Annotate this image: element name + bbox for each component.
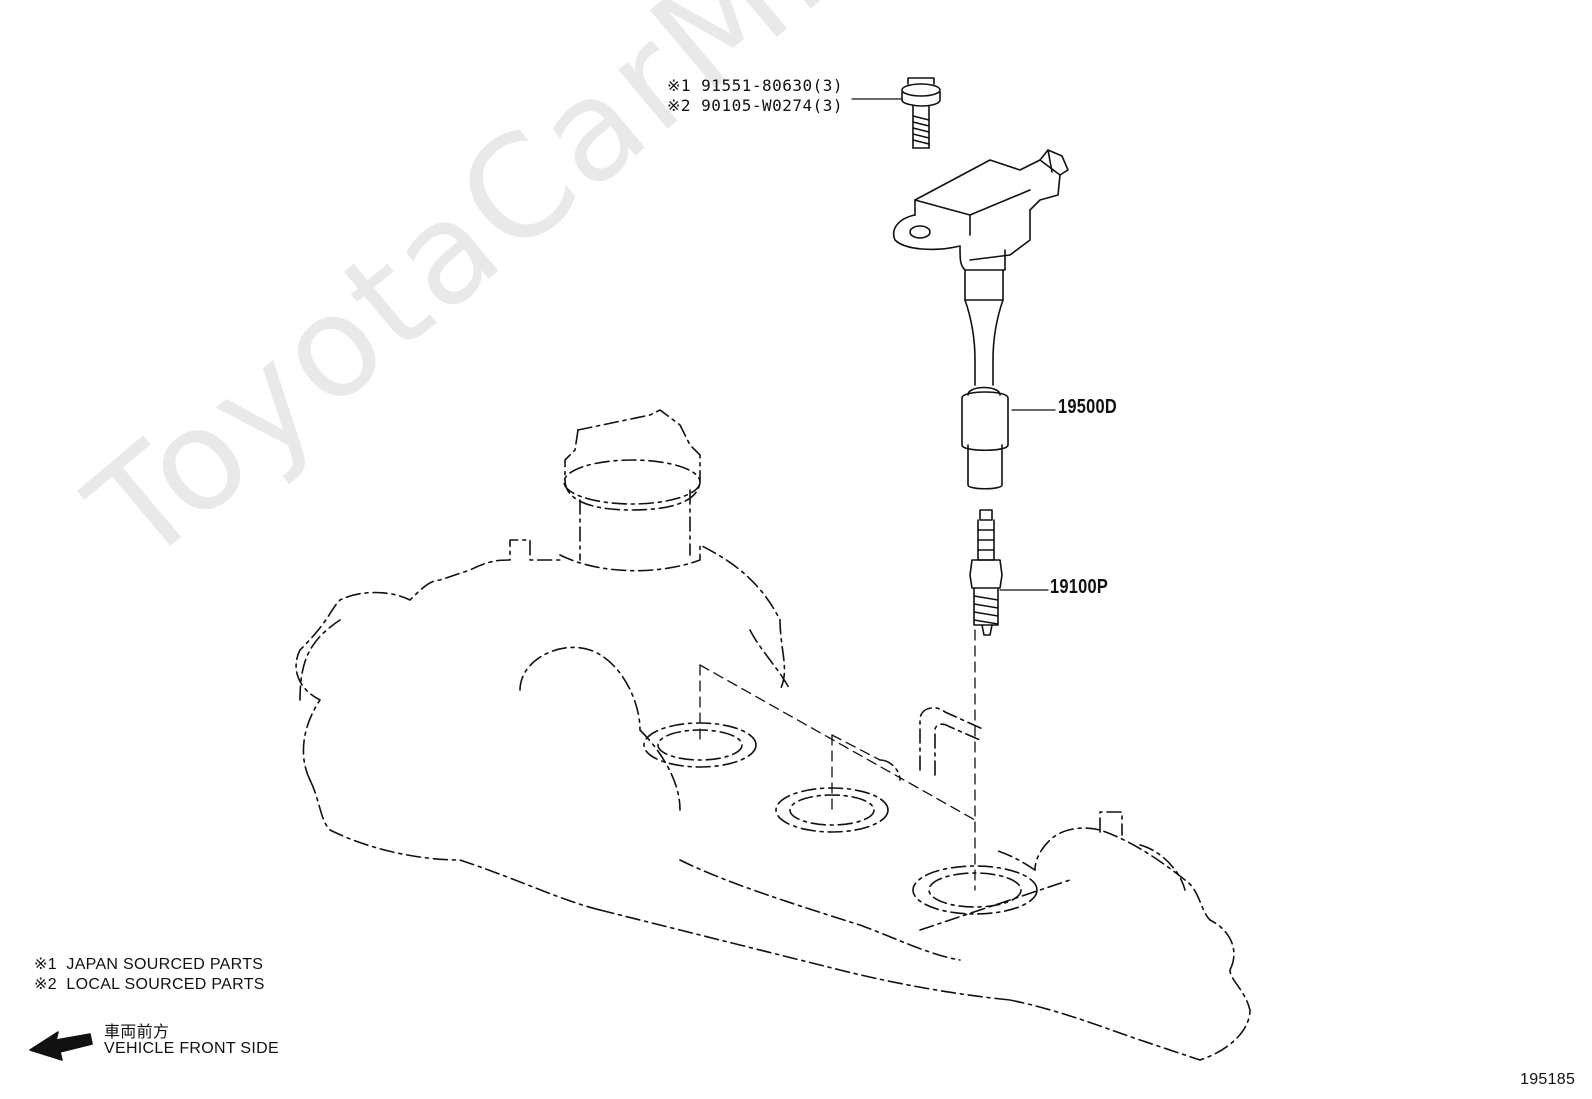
center-lines bbox=[699, 629, 976, 891]
bolt bbox=[901, 77, 941, 149]
ignition-coil-part-number[interactable]: 19500D bbox=[1058, 396, 1117, 418]
legend-japan-sourced: ※1 JAPAN SOURCED PARTS bbox=[34, 956, 264, 973]
breather-tube bbox=[879, 707, 986, 781]
diagram-id: 195185 bbox=[1520, 1071, 1576, 1088]
cam-cover-hump bbox=[299, 619, 791, 811]
bolt-part-number-local: ※2 90105-W0274(3) bbox=[667, 96, 844, 115]
direction-label-jp: 車両前方 bbox=[104, 1024, 170, 1041]
leader-lines bbox=[851, 98, 1056, 591]
ignition-coil bbox=[893, 149, 1069, 490]
bolt-part-number-japan: ※1 91551-80630(3) bbox=[667, 76, 844, 95]
oil-filler-neck bbox=[563, 409, 701, 561]
spark-plug-part-number[interactable]: 19100P bbox=[1050, 576, 1109, 598]
front-arrow-icon bbox=[29, 1031, 93, 1061]
spark-plug bbox=[969, 509, 1003, 636]
plug-well-2 bbox=[775, 787, 889, 833]
valve-cover-outline bbox=[295, 539, 1251, 1061]
legend-local-sourced: ※2 LOCAL SOURCED PARTS bbox=[34, 976, 265, 993]
direction-label-en: VEHICLE FRONT SIDE bbox=[104, 1040, 279, 1057]
